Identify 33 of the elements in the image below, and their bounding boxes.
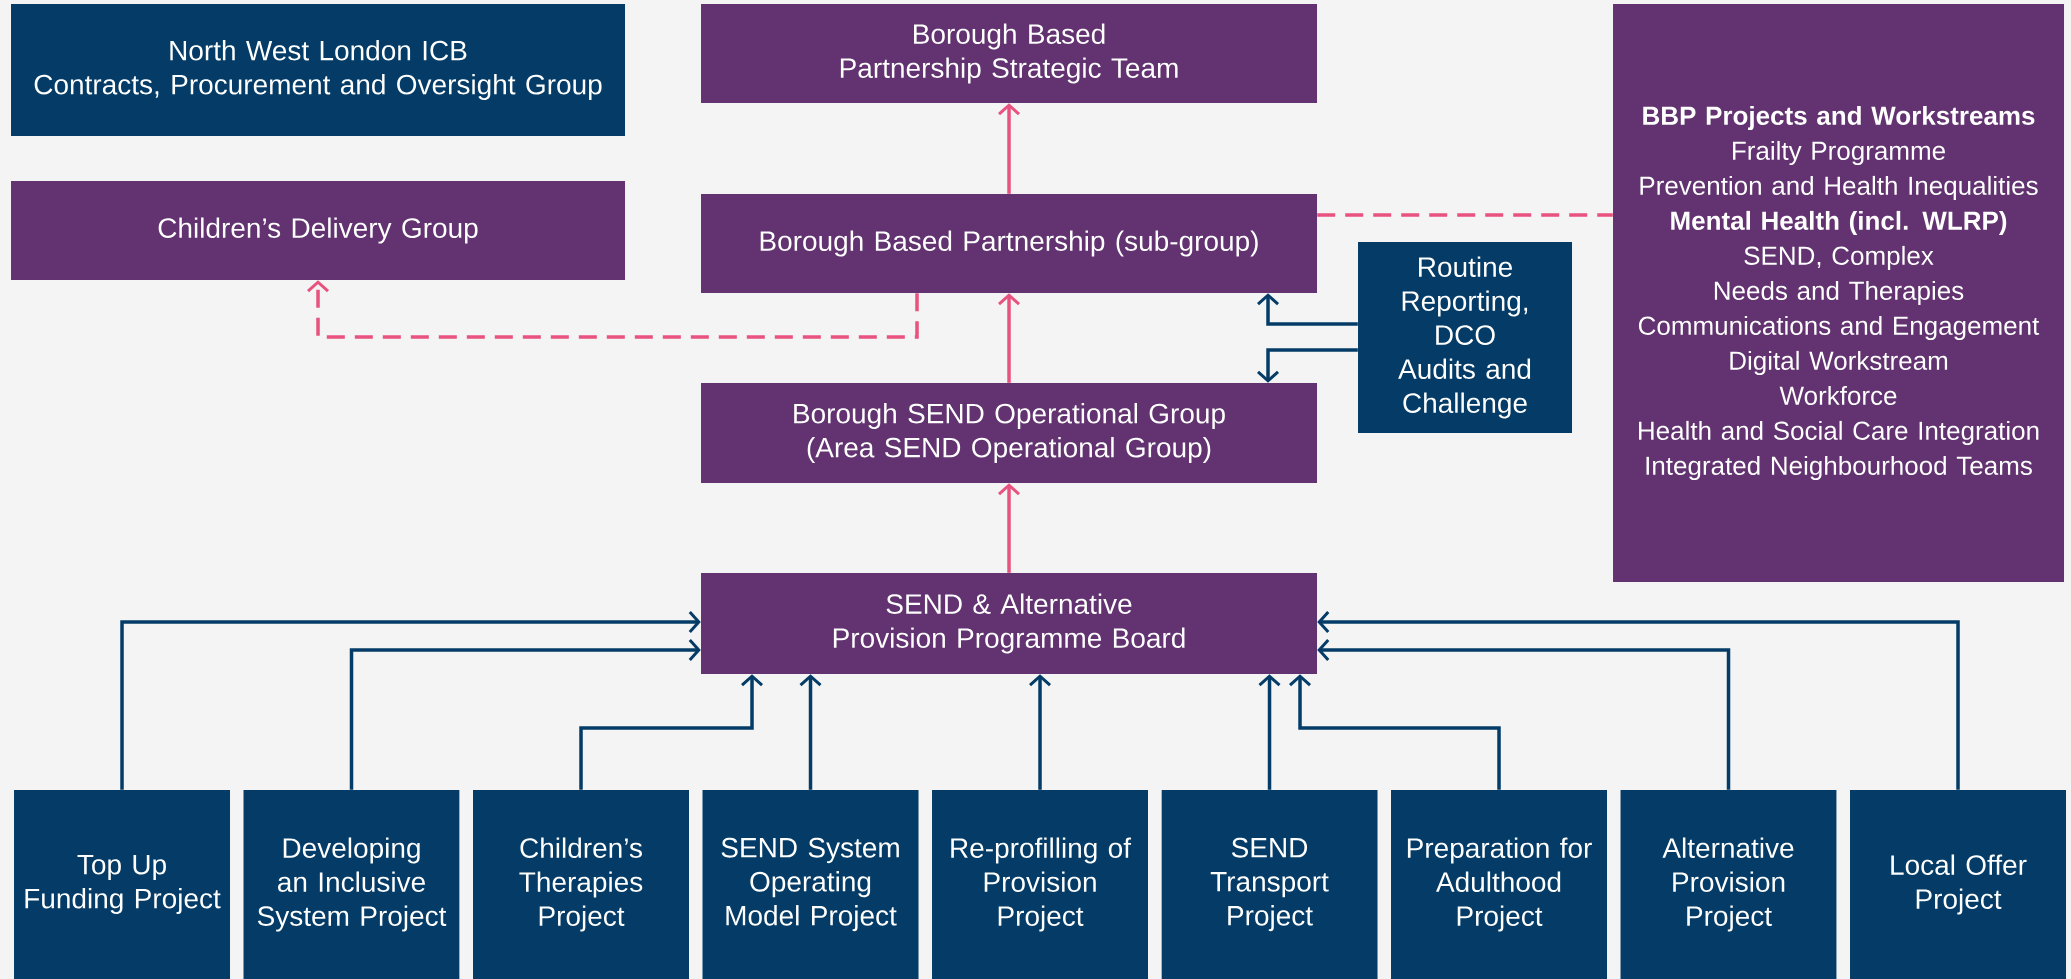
arrow <box>1257 348 1358 383</box>
programme-board-box: SEND & Alternative Provision Programme Board <box>701 573 1317 674</box>
project-box: Alternative Provision Project <box>1620 790 1837 979</box>
arrow <box>1289 674 1501 790</box>
note-box: Routine Reporting, DCO Audits and Challenge <box>1358 242 1572 433</box>
group-box: Borough Based Partnership (sub-group) <box>701 194 1317 293</box>
project-box: SEND System Operating Model Project <box>702 790 919 979</box>
group-box: Borough SEND Operational Group (Area SEND Operational Group) <box>701 383 1317 483</box>
project-box: Local Offer Project <box>1850 790 2066 979</box>
arrow <box>998 483 1020 573</box>
arrow <box>1257 293 1358 326</box>
group-box: North West London ICB Contracts, Procurement and Oversight Group <box>11 4 625 136</box>
arrow <box>998 103 1021 194</box>
project-box: Top Up Funding Project <box>14 790 230 979</box>
arrow <box>120 611 701 790</box>
arrow <box>1317 639 1731 790</box>
project-box: Developing an Inclusive System Project <box>243 790 460 979</box>
arrow <box>349 639 701 790</box>
arrow <box>1258 674 1281 790</box>
workstream-list-box: BBP Projects and Workstreams Frailty Programme Prevention and Health Inequalities Mental Health (incl. WLRP) SEND, Complex Needs and Therapies Communications and Engagement Digital Workstream Workforce Health and Social Care Integration Integrated Neighbourhood Teams <box>1613 4 2064 582</box>
dashed-arrow <box>307 280 919 339</box>
project-box: SEND Transport Project <box>1161 790 1378 979</box>
dashed-connector-line <box>1317 213 1613 217</box>
project-box: Children’s Therapies Project <box>473 790 689 979</box>
group-box: Children’s Delivery Group <box>11 181 625 280</box>
arrow <box>799 674 822 790</box>
project-box: Re-profilling of Provision Project <box>932 790 1148 979</box>
arrow <box>1317 611 1960 790</box>
group-box: Borough Based Partnership Strategic Team <box>701 4 1317 103</box>
project-box: Preparation for Adulthood Project <box>1391 790 1607 979</box>
arrow <box>579 674 763 790</box>
arrow <box>998 293 1020 383</box>
arrow <box>1029 674 1051 790</box>
